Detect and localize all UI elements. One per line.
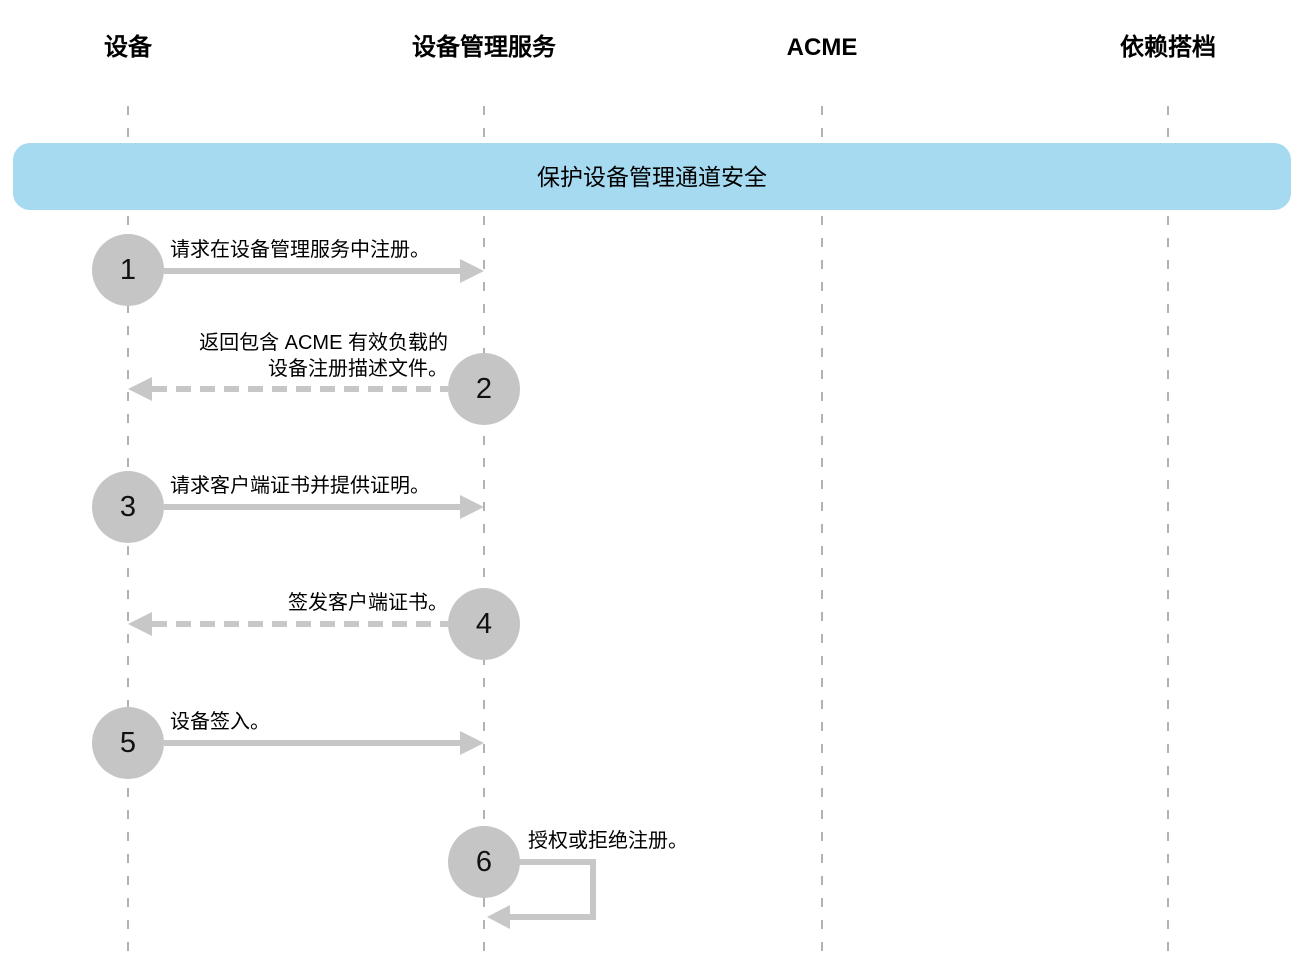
step-2-arrow-line [152,386,448,392]
participant-acme: ACME [786,34,858,61]
step-3-label: 请求客户端证书并提供证明。 [170,475,430,497]
step-6-self-loop-arrow [484,859,596,929]
step-4-arrowhead-left-icon [128,612,152,636]
step-6-label: 授权或拒绝注册。 [528,830,688,852]
section-banner-label: 保护设备管理通道安全 [537,163,767,190]
step-2-arrowhead-left-icon [128,377,152,401]
step-1-arrowhead-right-icon [460,259,484,283]
step-1-label: 请求在设备管理服务中注册。 [170,239,430,261]
step-5-arrow-line [164,740,460,746]
step-1-arrow-line [164,268,460,274]
step-3-arrow-line [164,504,460,510]
step-4-label: 签发客户端证书。 [288,592,448,614]
participant-relying-party: 依赖搭档 [1120,34,1216,61]
step-6-number-badge: 6 [448,826,520,898]
step-3-arrowhead-right-icon [460,495,484,519]
step-2-number-badge: 2 [448,353,520,425]
participant-device: 设备 [104,34,152,61]
step-5-number-badge: 5 [92,707,164,779]
step-2-label: 返回包含 ACME 有效负载的 设备注册描述文件。 [199,332,448,380]
step-5-arrowhead-right-icon [460,731,484,755]
step-5-label: 设备签入。 [170,711,270,733]
step-4-arrow-line [152,621,448,627]
step-1-number-badge: 1 [92,234,164,306]
step-4-number-badge: 4 [448,588,520,660]
lifeline-acme [821,106,823,952]
lifeline-device-management-service [483,106,485,952]
lifeline-relying-party [1167,106,1169,952]
section-banner: 保护设备管理通道安全 [13,143,1291,210]
participant-device-management-service: 设备管理服务 [412,34,556,61]
step-3-number-badge: 3 [92,471,164,543]
